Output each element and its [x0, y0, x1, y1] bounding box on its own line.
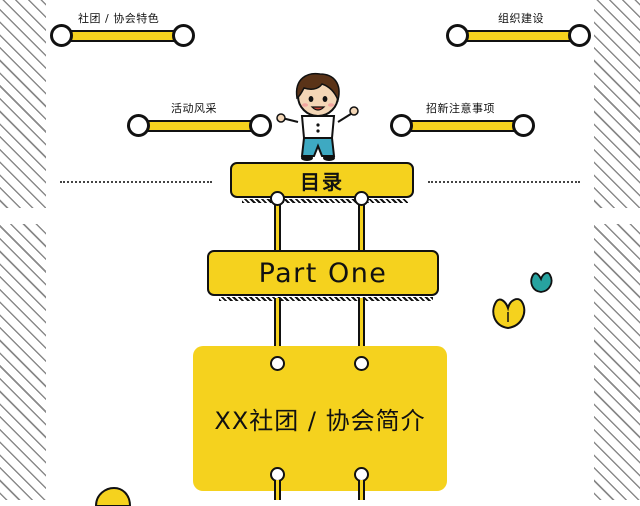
menu-dot-left: [446, 24, 469, 47]
menu-dot-right: [568, 24, 591, 47]
menu-bar: [460, 30, 580, 42]
leaf-icon: [530, 272, 553, 293]
menu-item-label: 活动风采: [171, 102, 217, 115]
menu-item-recruitment[interactable]: 招新注意事项: [390, 100, 540, 140]
menu-dot-left: [127, 114, 150, 137]
part-one-sign[interactable]: Part One: [207, 250, 439, 301]
left-stripe-border: [0, 0, 46, 500]
menu-bar: [404, 120, 524, 132]
menu-dot-right: [172, 24, 195, 47]
cartoon-boy-icon: [276, 72, 359, 161]
rope-left-1: [274, 198, 281, 250]
directory-title: 目录: [300, 169, 344, 194]
menu-item-label: 招新注意事项: [426, 102, 495, 115]
menu-item-activities[interactable]: 活动风采: [127, 100, 277, 140]
left-stripe-gap: [0, 208, 46, 224]
rope-right-2: [358, 298, 365, 360]
menu-item-organization[interactable]: 组织建设: [446, 10, 596, 50]
right-stripe-border: [594, 0, 640, 500]
ring: [354, 191, 369, 206]
menu-dot-left: [50, 24, 73, 47]
ring: [270, 356, 285, 371]
menu-dot-right: [249, 114, 272, 137]
part-label: Part One: [258, 257, 388, 289]
rope-right-1: [358, 198, 365, 250]
menu-dot-right: [512, 114, 535, 137]
right-stripe-gap: [594, 208, 640, 224]
directory-sign: 目录: [230, 162, 414, 203]
sign-shadow: [219, 297, 433, 301]
menu-bar: [141, 120, 261, 132]
divider-right: [428, 181, 580, 183]
section-name: XX社团 / 协会简介: [214, 407, 426, 435]
menu-item-label: 组织建设: [498, 12, 544, 25]
divider-left: [60, 181, 212, 183]
leaf-icon: [492, 298, 526, 330]
leaf-icon: [94, 486, 132, 506]
ring: [354, 356, 369, 371]
menu-item-label: 社团 / 协会特色: [78, 12, 160, 25]
rope-left-2: [274, 298, 281, 360]
rope-right-3: [358, 480, 365, 500]
rope-left-3: [274, 480, 281, 500]
menu-bar: [64, 30, 184, 42]
menu-dot-left: [390, 114, 413, 137]
ring: [270, 191, 285, 206]
section-panel[interactable]: XX社团 / 协会简介: [193, 346, 447, 491]
sign-shadow: [242, 199, 408, 203]
menu-item-club-features[interactable]: 社团 / 协会特色: [50, 10, 200, 50]
